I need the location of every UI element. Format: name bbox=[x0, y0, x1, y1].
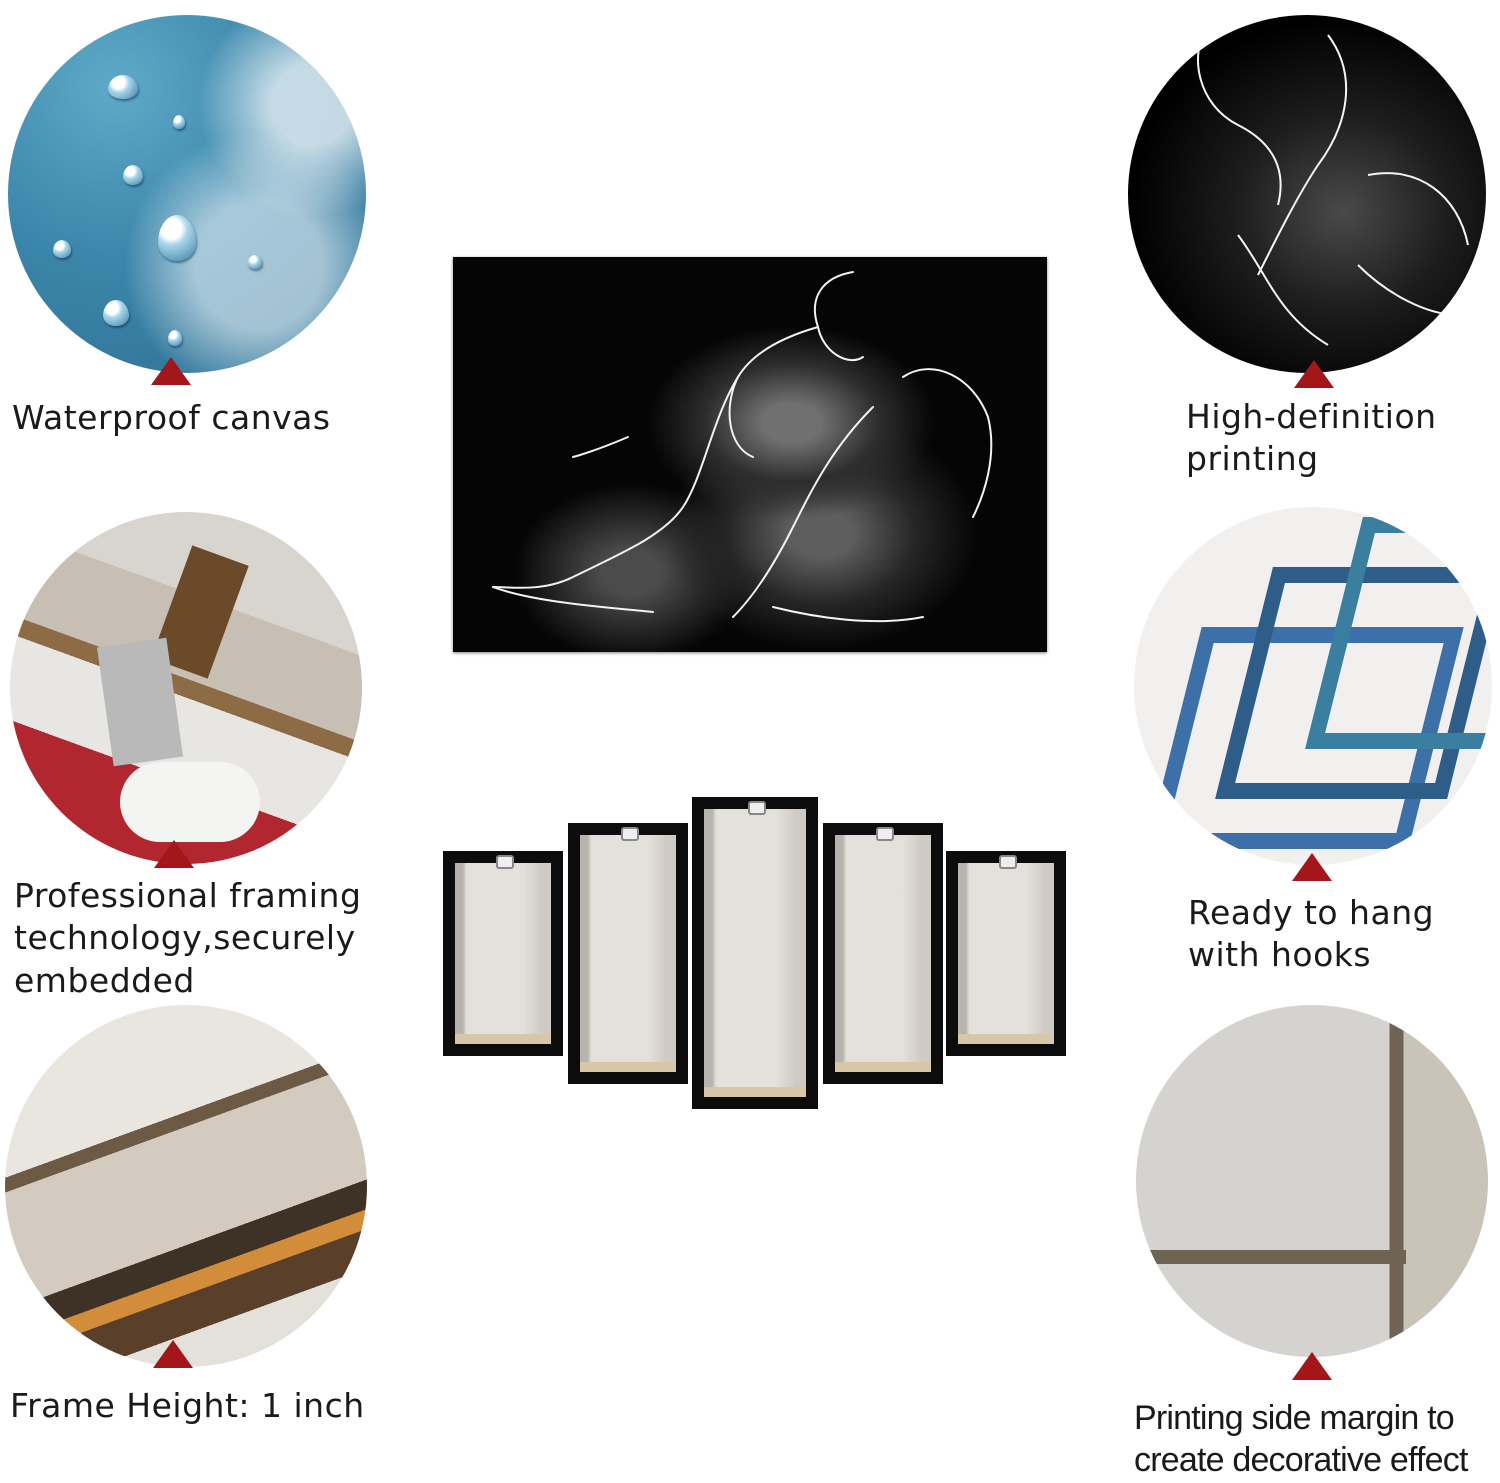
water-drop bbox=[158, 215, 196, 261]
side-margin-photo bbox=[1136, 1005, 1488, 1357]
triangle-marker-icon bbox=[153, 1340, 193, 1368]
canvas-panel-5 bbox=[946, 851, 1066, 1056]
hd-label-line2: printing bbox=[1186, 439, 1319, 478]
frame-height-label: Frame Height: 1 inch bbox=[10, 1386, 365, 1425]
main-artwork bbox=[453, 257, 1047, 652]
triangle-marker-icon bbox=[154, 840, 194, 868]
hook-icon bbox=[621, 827, 639, 841]
canvas-panel-3 bbox=[692, 797, 818, 1109]
triangle-marker-icon bbox=[1292, 853, 1332, 881]
hang-label-line1: Ready to hang bbox=[1188, 893, 1435, 932]
panel-back bbox=[704, 809, 806, 1097]
framing-label-line3: embedded bbox=[14, 961, 195, 1000]
hook-icon bbox=[999, 855, 1017, 869]
couple-line-art bbox=[492, 271, 993, 623]
frame-edge-bottom bbox=[1136, 1250, 1406, 1264]
margin-label-line2: create decorative effect bbox=[1134, 1441, 1468, 1479]
hook-icon bbox=[748, 801, 766, 815]
framing-process-photo bbox=[10, 512, 362, 864]
canvas-panel-4 bbox=[823, 823, 943, 1084]
water-drop bbox=[168, 330, 182, 346]
panel-back bbox=[835, 835, 931, 1072]
panel-back bbox=[455, 863, 551, 1044]
framing-label-line1: Professional framing bbox=[14, 876, 362, 915]
high-definition-detail-photo bbox=[1128, 15, 1486, 373]
panel-back bbox=[580, 835, 676, 1072]
hook-icon bbox=[876, 827, 894, 841]
hook-icon bbox=[496, 855, 514, 869]
hang-label-line2: with hooks bbox=[1188, 935, 1372, 974]
kiss-detail-line-art bbox=[1197, 24, 1469, 346]
triangle-marker-icon bbox=[151, 357, 191, 385]
water-drop bbox=[173, 115, 185, 129]
water-drop bbox=[248, 255, 262, 269]
water-drop bbox=[53, 240, 71, 258]
gloved-hand bbox=[120, 762, 260, 842]
canvas-panel-2 bbox=[568, 823, 688, 1084]
water-drop bbox=[108, 75, 138, 99]
water-drop bbox=[123, 165, 143, 185]
framing-label-line2: technology,securely bbox=[14, 918, 356, 957]
canvas-panel-1 bbox=[443, 851, 563, 1056]
water-drop bbox=[103, 300, 129, 326]
waterproof-label: Waterproof canvas bbox=[12, 398, 331, 437]
hd-label-line1: High-definition bbox=[1186, 397, 1437, 436]
panel-back bbox=[958, 863, 1054, 1044]
triangle-marker-icon bbox=[1294, 360, 1334, 388]
triangle-marker-icon bbox=[1292, 1352, 1332, 1380]
hooks-photo bbox=[1134, 507, 1492, 865]
frame-back-3 bbox=[1305, 517, 1492, 749]
waterproof-canvas-photo bbox=[8, 15, 366, 373]
margin-label-line1: Printing side margin to bbox=[1134, 1399, 1455, 1437]
frame-height-photo bbox=[5, 1005, 367, 1367]
